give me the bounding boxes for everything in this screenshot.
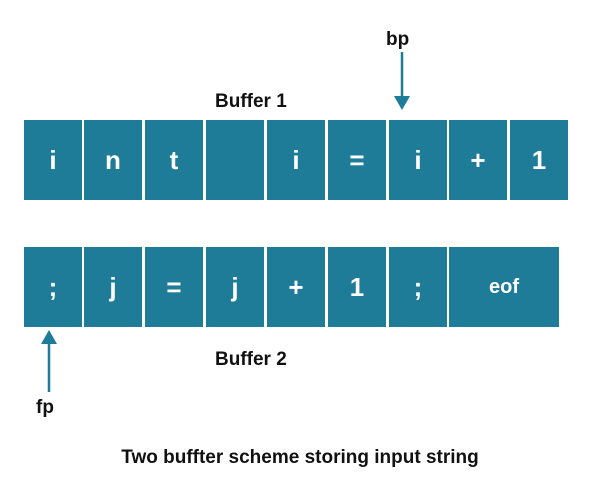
- buffer-2-cell-5: 1: [328, 247, 386, 327]
- buffer-1-cell-3: [206, 120, 264, 200]
- fp-arrow: [41, 330, 57, 392]
- fp-label: fp: [36, 397, 54, 418]
- buffer-1-cell-1: n: [84, 120, 142, 200]
- buffer-1-cell-8: 1: [510, 120, 568, 200]
- fp-arrow-head: [41, 330, 57, 344]
- buffer-1-cell-0: i: [24, 120, 82, 200]
- buffer-1-cell-4: i: [267, 120, 325, 200]
- bp-arrow-head: [394, 96, 410, 110]
- buffer-1-cell-7: +: [449, 120, 507, 200]
- buffer-1-label: Buffer 1: [215, 91, 287, 112]
- buffer-2-label: Buffer 2: [215, 349, 287, 370]
- buffer-2-cell-3: j: [206, 247, 264, 327]
- buffer-2-cell-6: ;: [389, 247, 447, 327]
- buffer-2-cell-7: eof: [449, 247, 559, 327]
- buffer-2-cell-0: ;: [24, 247, 82, 327]
- figure-caption: Two buffter scheme storing input string: [121, 447, 479, 468]
- buffer-2-cell-2: =: [145, 247, 203, 327]
- buffer-1-cell-2: t: [145, 120, 203, 200]
- bp-arrow: [394, 52, 410, 110]
- bp-label: bp: [386, 29, 410, 50]
- buffer-1-cell-6: i: [389, 120, 447, 200]
- buffer-2-cell-1: j: [84, 247, 142, 327]
- buffer-1-cell-5: =: [328, 120, 386, 200]
- buffer-2-cell-4: +: [267, 247, 325, 327]
